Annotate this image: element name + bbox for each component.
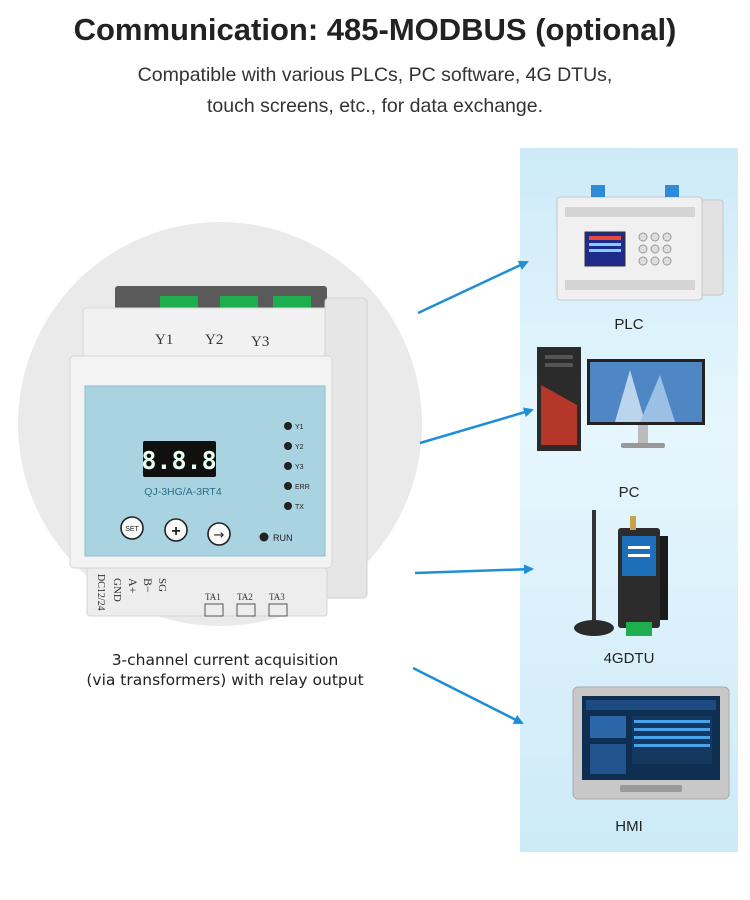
indicator-label-y2: Y2: [295, 444, 304, 451]
caption-line-2: (via transformers) with relay output: [86, 671, 364, 689]
current-module-image: Y1 Y2 Y3 8.8.8 QJ-3HG/A-3RT4 Y1 Y2 Y3 ER…: [69, 286, 368, 617]
device-label-pc: PC: [618, 484, 640, 501]
terminal-label-y2: Y2: [205, 332, 223, 348]
set-button: [120, 516, 144, 540]
subtitle-line-2: touch screens, etc., for data exchange.: [206, 95, 544, 117]
indicator-label-y3: Y3: [295, 464, 304, 471]
indicator-label-y1: Y1: [295, 424, 304, 431]
terminal-label-a: A+: [126, 578, 140, 594]
plus-button-label: +: [171, 523, 180, 540]
hmi-image: [572, 686, 730, 800]
plus-button: [164, 518, 188, 542]
run-led: [259, 532, 269, 542]
indicator-led-tx: [284, 502, 292, 510]
pc-image: [537, 347, 705, 451]
indicator-label-tx: TX: [295, 504, 304, 511]
device-label-4gdtu: 4GDTU: [603, 650, 655, 667]
terminal-label-y1: Y1: [155, 332, 173, 348]
terminal-label-dc: DC12/24: [95, 574, 106, 611]
run-label: RUN: [273, 533, 293, 543]
terminal-label-b: B−: [141, 578, 155, 593]
next-button: [207, 522, 231, 546]
arrow-to-plc: [417, 260, 529, 315]
seven-segment-display: [143, 441, 216, 477]
arrow-to-dtu: [414, 564, 534, 575]
terminal-label-ta3: TA3: [269, 592, 285, 602]
terminal-label-ta2: TA2: [237, 592, 253, 602]
terminal-label-gnd: GND: [111, 578, 123, 602]
indicator-led-y2: [284, 442, 292, 450]
indicator-led-y3: [284, 462, 292, 470]
device-label-plc: PLC: [614, 316, 644, 333]
page-title: Communication: 485-MODBUS (optional): [73, 12, 677, 47]
subtitle-line-1: Compatible with various PLCs, PC softwar…: [137, 64, 613, 86]
page-subtitle: Compatible with various PLCs, PC softwar…: [0, 60, 750, 122]
dtu-image: [574, 510, 668, 636]
display-value: 8.8.8: [141, 446, 216, 475]
indicator-led-y1: [284, 422, 292, 430]
next-button-label: →: [214, 528, 225, 543]
device-label-hmi: HMI: [615, 818, 643, 835]
terminal-label-sg: SG: [156, 578, 168, 592]
arrow-to-hmi: [412, 666, 524, 725]
model-label: QJ-3HG/A-3RT4: [144, 486, 222, 498]
caption-line-1: 3-channel current acquisition: [111, 651, 339, 669]
indicator-label-err: ERR: [295, 484, 310, 491]
terminal-label-ta1: TA1: [205, 592, 221, 602]
plc-image: [556, 185, 724, 301]
terminal-label-y3: Y3: [251, 334, 269, 350]
arrow-to-pc: [419, 407, 534, 445]
set-button-label: SET: [125, 526, 139, 533]
module-caption: 3-channel current acquisition (via trans…: [40, 650, 410, 690]
indicator-led-err: [284, 482, 292, 490]
